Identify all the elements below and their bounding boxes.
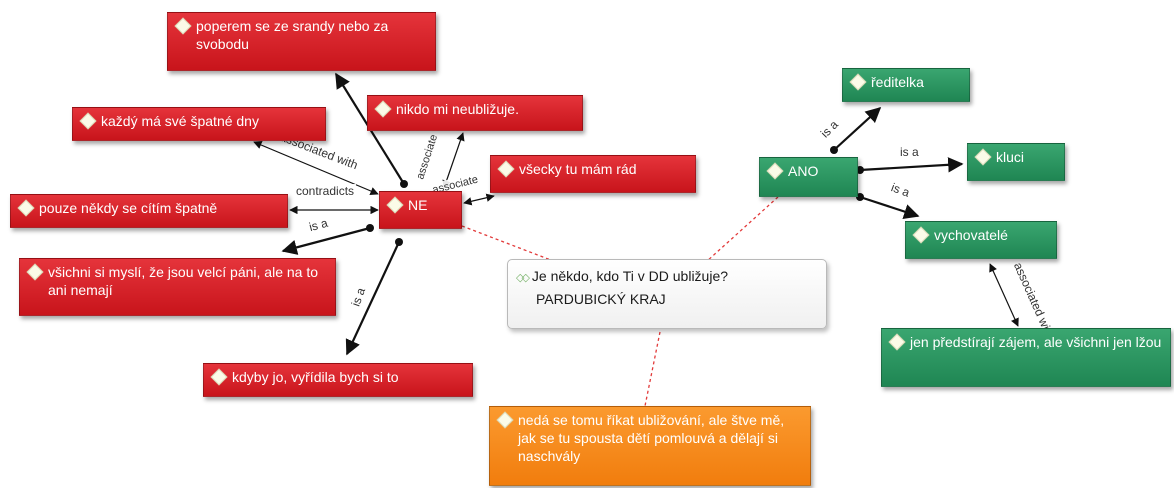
node-reditelka[interactable]: ředitelka (842, 68, 970, 102)
node-kazdy[interactable]: každý má své špatné dny (72, 107, 326, 141)
code-diamond-icon (888, 333, 906, 351)
node-label: ředitelka (871, 74, 924, 90)
code-diamond-icon (26, 263, 44, 281)
node-label: nedá se tomu říkat ubližování, ale štve … (518, 412, 785, 464)
link-origin-dot (395, 238, 403, 246)
code-diamond-icon (497, 160, 515, 178)
code-diamond-icon (974, 148, 992, 166)
node-jen[interactable]: jen předstírají zájem, ale všichni jen l… (881, 328, 1171, 387)
node-vychovatele[interactable]: vychovatelé (905, 221, 1057, 259)
node-neda[interactable]: nedá se tomu říkat ubližování, ale štve … (489, 406, 811, 486)
link-label-is-a-vychovatele: is a (889, 180, 912, 200)
link-label-is-a-kluci: is a (900, 145, 919, 159)
node-label: pouze někdy se cítím špatně (39, 200, 218, 216)
link-label-is-a-kdyby: is a (347, 283, 369, 311)
node-vsichni[interactable]: všichni si myslí, že jsou velcí páni, al… (19, 258, 336, 316)
memo-link-ne (461, 225, 557, 263)
node-label: jen předstírají zájem, ale všichni jen l… (910, 334, 1162, 350)
node-kdyby[interactable]: kdyby jo, vyřídila bych si to (203, 363, 473, 397)
link-ano-kluci (859, 157, 964, 173)
link-origin-dot (366, 224, 374, 232)
code-diamond-icon (496, 411, 514, 429)
node-vsecky[interactable]: všecky tu mám rád (490, 155, 696, 193)
link-origin-dot (400, 180, 408, 188)
node-label: ANO (788, 163, 819, 179)
link-ne-vsecky (463, 193, 495, 206)
link-origin-dot (830, 146, 838, 154)
code-diamond-icon (386, 196, 404, 214)
node-label: všecky tu mám rád (519, 161, 637, 177)
link-label-associated-wi: associated wi (1010, 260, 1054, 332)
node-label: každý má své špatné dny (101, 113, 259, 129)
link-label-is-a: is a (305, 215, 332, 235)
link-ano-reditelka (833, 106, 882, 151)
node-pouze[interactable]: pouze někdy se cítím špatně (10, 194, 288, 228)
node-label: vychovatelé (934, 227, 1008, 243)
code-diamond-icon (79, 112, 97, 130)
node-poperem[interactable]: poperem se ze srandy nebo za svobodu (167, 12, 436, 71)
link-label-associated-nikdo: associate (412, 130, 442, 184)
memo-link-neda (644, 331, 661, 407)
node-kluci[interactable]: kluci (967, 143, 1065, 181)
code-diamond-icon (766, 162, 784, 180)
node-nikdo[interactable]: nikdo mi neubližuje. (367, 95, 583, 131)
link-label-contradicts: contradicts (294, 184, 357, 198)
code-diamond-icon (174, 17, 192, 35)
memo-icon: ◇◇ (516, 272, 530, 284)
node-ano[interactable]: ANO (759, 157, 858, 197)
memo-text: Je někdo, kdo Ti v DD ubližuje? (531, 268, 729, 284)
node-label: NE (408, 197, 428, 213)
node-label: kdyby jo, vyřídila bych si to (232, 369, 399, 385)
code-diamond-icon (374, 100, 392, 118)
node-label: poperem se ze srandy nebo za svobodu (196, 18, 389, 52)
memo-line-1: ◇◇Je někdo, kdo Ti v DD ubližuje? (516, 266, 816, 289)
code-diamond-icon (912, 226, 930, 244)
link-ne-vsichni (281, 226, 371, 255)
link-ano-vychovatele (859, 195, 920, 220)
code-diamond-icon (210, 368, 228, 386)
memo-link-ano (705, 196, 779, 263)
memo-line-2: PARDUBICKÝ KRAJ (536, 291, 666, 307)
node-label: všichni si myslí, že jsou velcí páni, al… (48, 264, 319, 298)
code-diamond-icon (17, 199, 35, 217)
link-label-is-a-reditelka: is a (817, 117, 841, 141)
node-label: nikdo mi neubližuje. (396, 101, 519, 117)
node-label: kluci (996, 149, 1025, 165)
code-diamond-icon (849, 73, 867, 91)
node-ne[interactable]: NE (379, 191, 462, 229)
memo-question[interactable]: ◇◇Je někdo, kdo Ti v DD ubližuje? PARDUB… (507, 259, 827, 329)
